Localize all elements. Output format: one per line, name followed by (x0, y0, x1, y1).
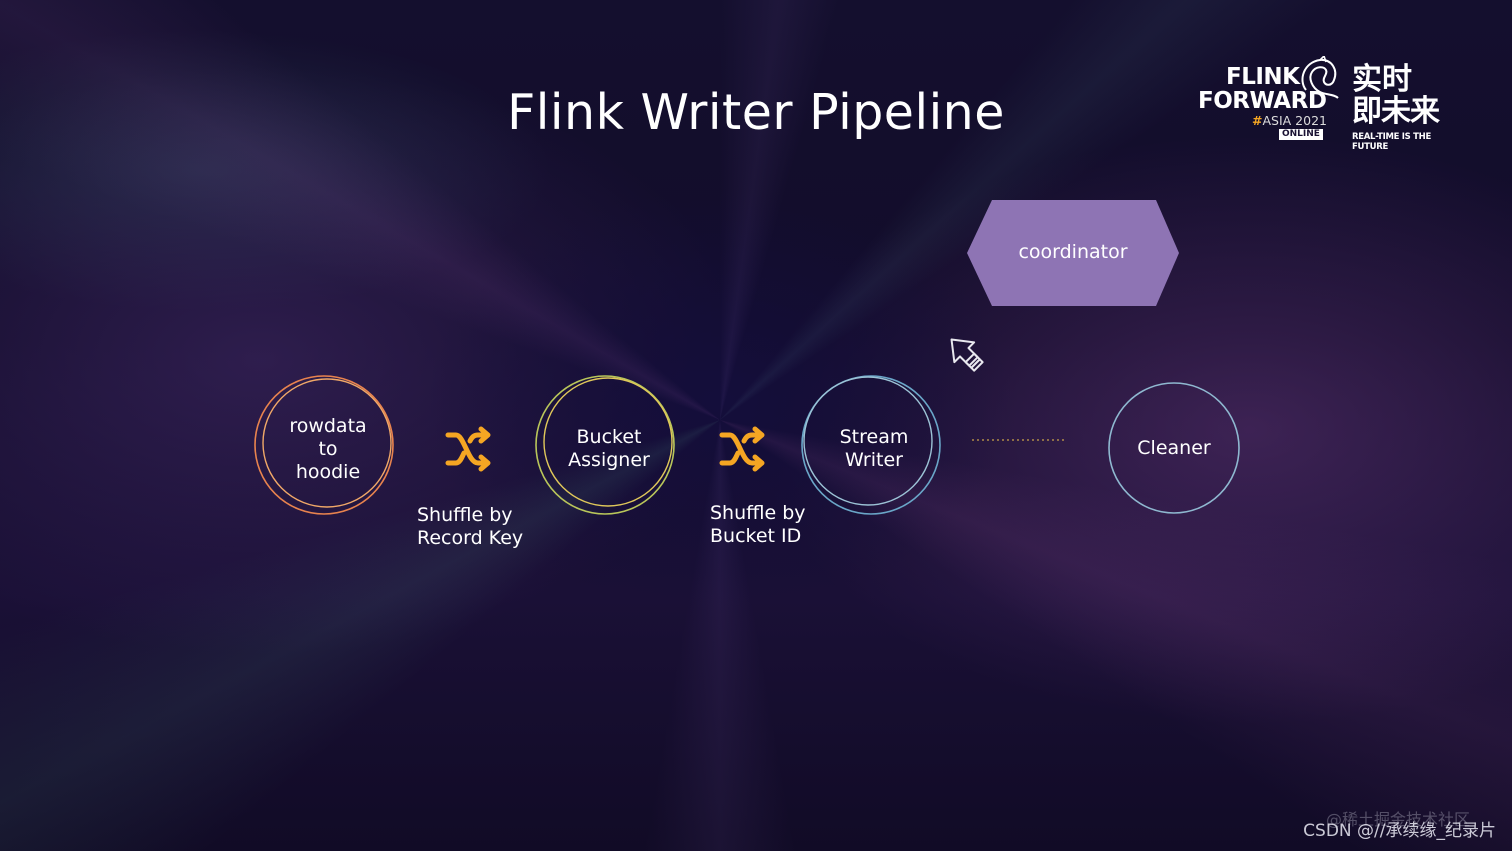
node-coordinator-label: coordinator (1018, 241, 1128, 263)
logo-hash: # (1252, 113, 1263, 128)
node-bucket-assigner-label: Bucket Assigner (568, 426, 650, 471)
logo-cn-line2: 即未来 (1352, 94, 1440, 129)
squirrel-icon (1301, 56, 1339, 99)
flink-forward-logo: FLINK FORWARD #ASIA 2021 ONLINE 实时 即未来 R… (1196, 56, 1456, 152)
node-stream-writer-label: Stream Writer (839, 426, 909, 471)
logo-cn-line1: 实时 (1352, 62, 1412, 97)
faint-watermark: @稀土掘金技术社区 (1326, 810, 1471, 829)
edge-label-record-key: Shuffle by Record Key (417, 504, 524, 549)
logo-line1: FLINK (1226, 64, 1300, 90)
node-stream-writer-ring-inner (803, 376, 933, 506)
node-rowdata (254, 375, 394, 515)
shuffle-icon (719, 426, 765, 472)
node-cleaner (1108, 382, 1240, 514)
shuffle-icon (445, 426, 491, 472)
node-cleaner-ring (1108, 382, 1240, 514)
logo-badge: ONLINE (1279, 129, 1323, 140)
node-cleaner-label: Cleaner (1137, 437, 1211, 459)
node-bucket-assigner (535, 375, 675, 515)
node-stream-writer-ring-outer (801, 375, 941, 515)
slide-title: Flink Writer Pipeline (507, 84, 1005, 141)
node-stream-writer (801, 375, 941, 515)
node-bucket-assigner-ring-inner (543, 377, 673, 507)
node-rowdata-ring-outer (254, 375, 394, 515)
edge-label-bucket-id: Shuffle by Bucket ID (710, 502, 806, 547)
arrow-up-right-icon (950, 338, 984, 372)
node-rowdata-ring-inner (262, 378, 392, 508)
logo-tagline: REAL-TIME IS THE FUTURE (1352, 132, 1431, 152)
node-bucket-assigner-ring-outer (535, 375, 675, 515)
csdn-watermark: CSDN @//承续缘_纪录片 (1303, 821, 1496, 841)
node-coordinator-shape (967, 200, 1179, 306)
logo-event-text: ASIA 2021 (1262, 113, 1327, 128)
logo-line2: FORWARD (1198, 88, 1327, 114)
node-rowdata-label: rowdata to hoodie (289, 415, 367, 483)
logo-event: #ASIA 2021 (1252, 113, 1327, 128)
